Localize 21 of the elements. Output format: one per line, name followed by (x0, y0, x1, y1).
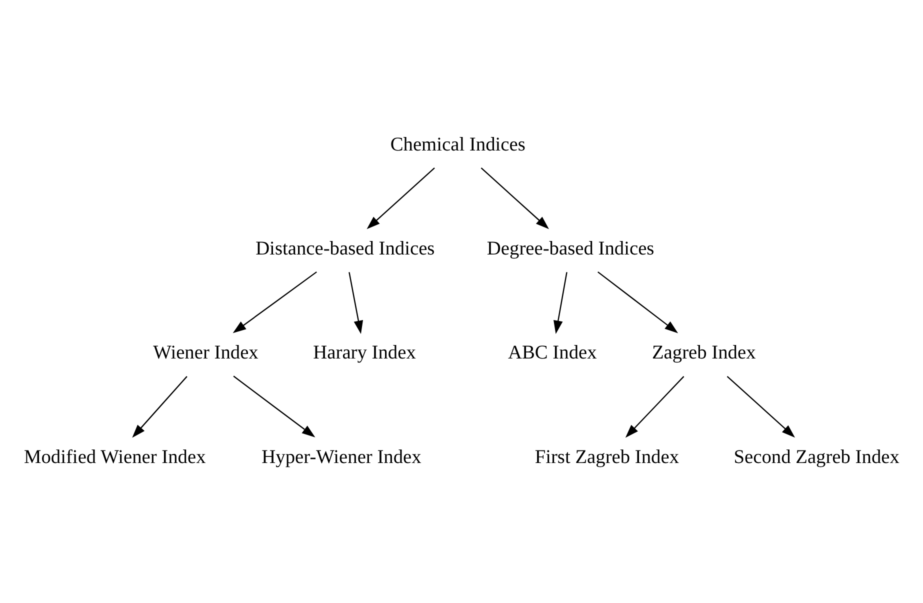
node-text: Degree-based Indices (486, 238, 654, 259)
node-text: Chemical Indices (390, 134, 526, 155)
arrow (598, 270, 678, 333)
arrow (232, 270, 317, 333)
node-text: Distance-based Indices (256, 238, 435, 259)
arrow (625, 376, 684, 438)
node-text: First Zagreb Index (534, 446, 680, 468)
arrow (348, 272, 364, 334)
arrow (554, 272, 568, 334)
arrow (132, 376, 188, 438)
node-text: Modified Wiener Index (24, 446, 206, 468)
node-text: Hyper-Wiener Index (262, 446, 422, 468)
node-text: Wiener Index (153, 342, 258, 364)
node-text: Harary Index (313, 342, 416, 364)
node-text: ABC Index (508, 342, 597, 364)
arrow (366, 167, 435, 229)
arrow (726, 375, 795, 438)
node-text: Second Zagreb Index (734, 446, 900, 468)
arrow (480, 167, 549, 229)
node-text: Zagreb Index (652, 342, 756, 364)
arrow (233, 375, 316, 437)
